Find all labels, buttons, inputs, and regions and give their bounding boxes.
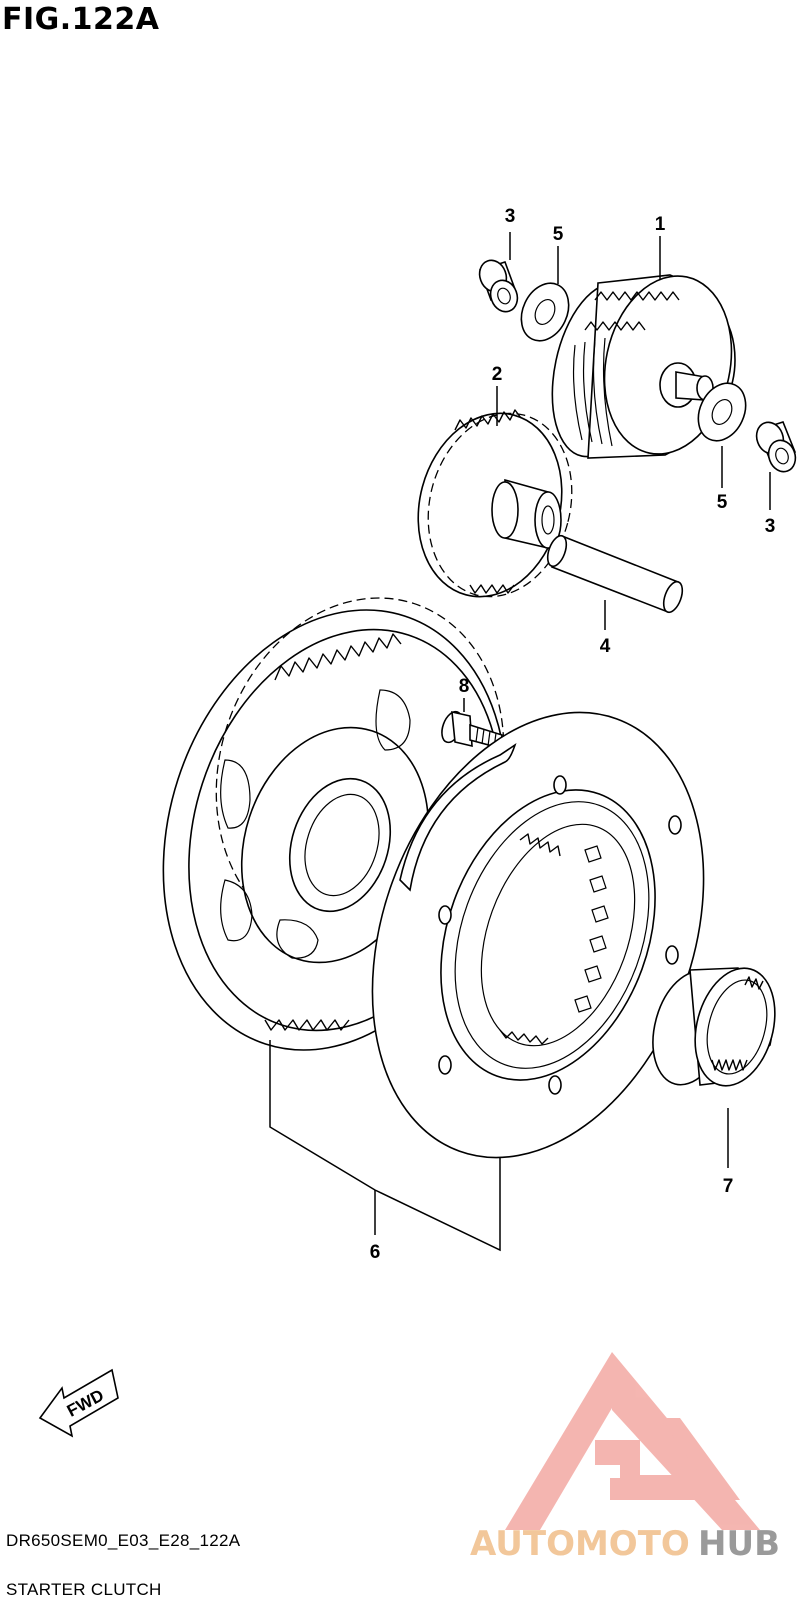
one-way-clutch bbox=[371, 711, 705, 1159]
idle-gear bbox=[417, 409, 573, 598]
callout-5-right: 5 bbox=[717, 492, 728, 513]
needle-bearing bbox=[652, 967, 776, 1087]
callout-3-top: 3 bbox=[505, 206, 516, 227]
bushing-top bbox=[478, 259, 519, 313]
callout-3-right: 3 bbox=[765, 516, 776, 537]
callout-labels: 3 5 1 2 5 3 4 8 7 6 bbox=[370, 206, 776, 1263]
callout-2: 2 bbox=[492, 364, 503, 385]
callout-6: 6 bbox=[370, 1242, 381, 1263]
washer-top bbox=[520, 282, 570, 342]
bushing-right bbox=[755, 421, 797, 473]
callout-5-top: 5 bbox=[553, 224, 564, 245]
callout-7: 7 bbox=[723, 1176, 734, 1197]
fwd-arrow-icon: FWD bbox=[38, 1368, 119, 1438]
leader-lines bbox=[269, 232, 771, 1252]
washer-right bbox=[697, 382, 747, 442]
callout-8: 8 bbox=[459, 676, 470, 697]
shaft bbox=[546, 534, 684, 614]
callout-4: 4 bbox=[600, 636, 611, 657]
bolt bbox=[441, 710, 503, 750]
figure-title: FIG.122A bbox=[2, 2, 160, 37]
diagram-code: DR650SEM0_E03_E28_122A bbox=[6, 1531, 241, 1550]
diagram-caption: STARTER CLUTCH bbox=[6, 1580, 162, 1599]
callout-1: 1 bbox=[655, 214, 666, 235]
